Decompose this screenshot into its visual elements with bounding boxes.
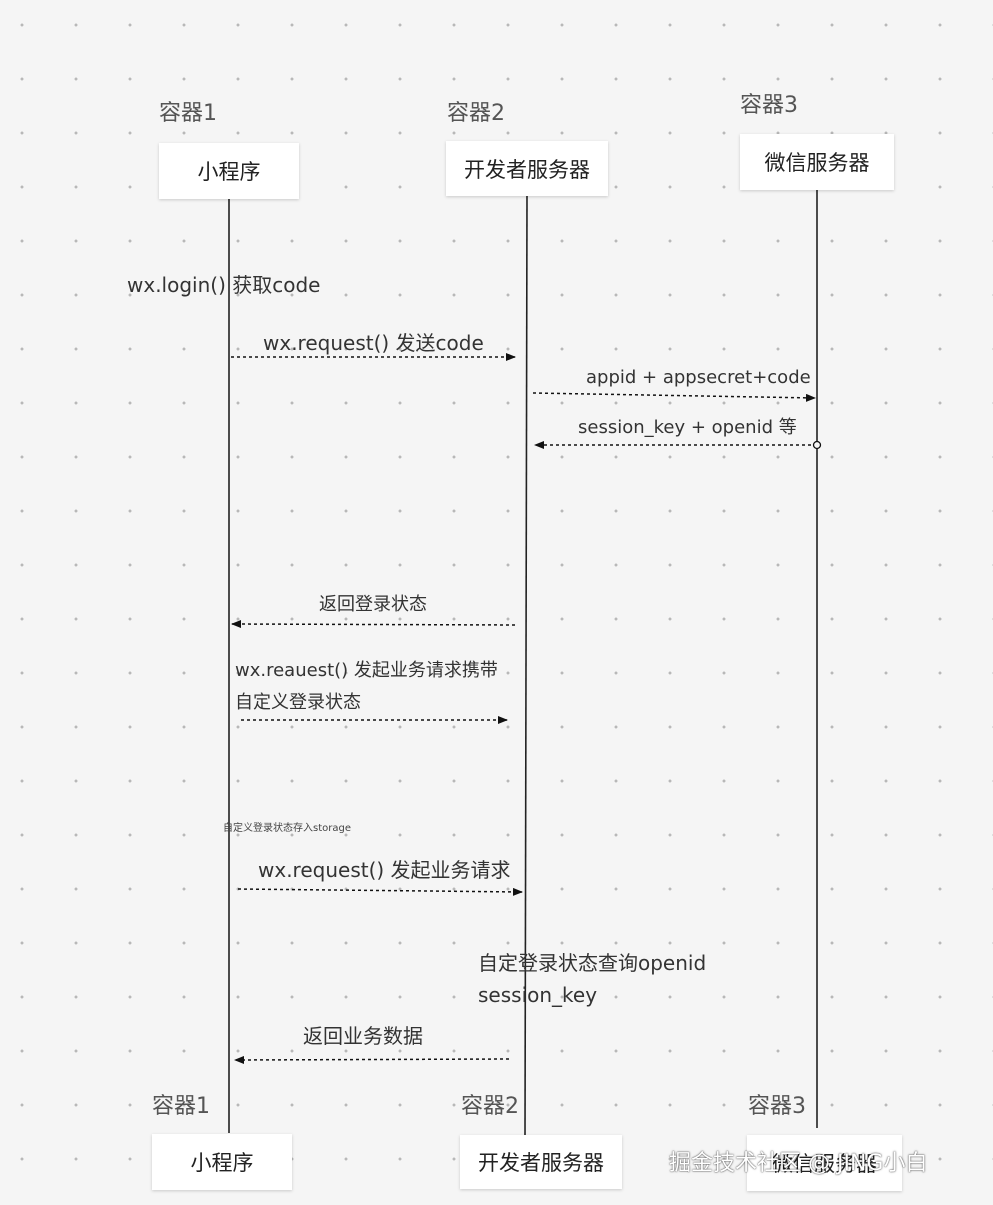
label-request-business-line1: wx.reauest() 发起业务请求携带 bbox=[235, 660, 498, 681]
label-send-code: wx.request() 发送code bbox=[263, 331, 484, 355]
arrow-appid-secret bbox=[532, 392, 816, 402]
container-label-3-bottom: 容器3 bbox=[748, 1094, 806, 1119]
arrow-request-business bbox=[237, 887, 523, 896]
arrow-session-openid-origin bbox=[812, 440, 822, 450]
container-label-1-top: 容器1 bbox=[159, 101, 217, 126]
participant-miniprogram-bottom[interactable]: 小程序 bbox=[152, 1134, 292, 1190]
lifeline-developer-server bbox=[524, 195, 528, 1136]
label-query-line2: session_key bbox=[478, 983, 598, 1007]
arrow-return-status bbox=[231, 620, 516, 629]
label-request-business-line2: 自定义登录状态 bbox=[235, 692, 361, 713]
participant-wechat-server-bottom[interactable]: 微信服务器 bbox=[747, 1135, 902, 1191]
participant-miniprogram-top[interactable]: 小程序 bbox=[159, 143, 299, 199]
label-request-business-with-status: wx.reauest() 发起业务请求携带 自定义登录状态 bbox=[235, 655, 498, 719]
container-label-1-bottom: 容器1 bbox=[152, 1094, 210, 1119]
container-label-2-bottom: 容器2 bbox=[461, 1094, 519, 1119]
label-query-line1: 自定登录状态查询openid bbox=[478, 951, 707, 975]
container-label-3-top: 容器3 bbox=[740, 93, 798, 118]
container-label-2-top: 容器2 bbox=[447, 101, 505, 126]
label-session-openid: session_key + openid 等 bbox=[578, 417, 797, 438]
participant-developer-server-bottom[interactable]: 开发者服务器 bbox=[460, 1135, 622, 1189]
watermark: 掘金技术社区 @ JING小白 bbox=[669, 1151, 928, 1176]
label-return-data: 返回业务数据 bbox=[303, 1024, 423, 1048]
label-store-storage: 自定义登录状态存入storage bbox=[223, 823, 351, 834]
label-query-openid: 自定登录状态查询openid session_key bbox=[478, 947, 706, 1011]
label-appid-secret: appid + appsecret+code bbox=[586, 367, 811, 388]
label-return-status: 返回登录状态 bbox=[319, 594, 427, 615]
label-request-business: wx.request() 发起业务请求 bbox=[258, 858, 511, 882]
participant-wechat-server-top[interactable]: 微信服务器 bbox=[740, 134, 894, 190]
label-wx-login: wx.login() 获取code bbox=[127, 273, 321, 297]
arrow-return-data bbox=[234, 1055, 510, 1064]
participant-developer-server-top[interactable]: 开发者服务器 bbox=[446, 141, 608, 196]
